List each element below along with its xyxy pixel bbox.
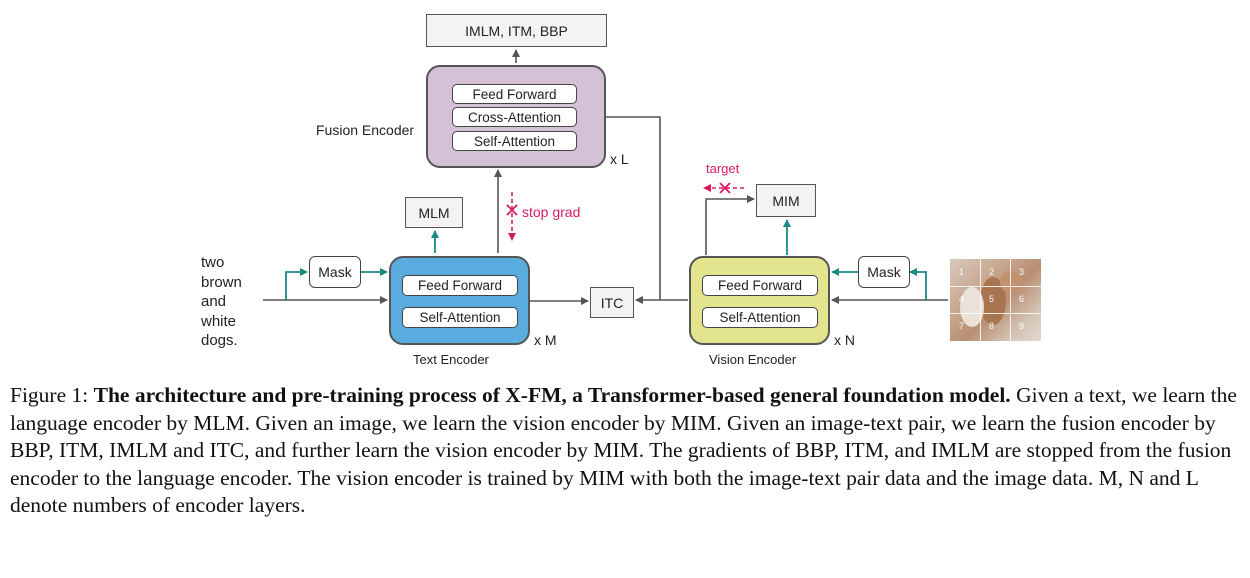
text-input-words: two brown and white dogs.: [201, 253, 242, 351]
patch-number: 9: [1019, 321, 1025, 331]
stop-grad-label: stop grad: [522, 204, 581, 220]
patch-number: 6: [1019, 294, 1025, 304]
patch-number: 3: [1019, 267, 1025, 277]
input-word: white: [201, 312, 237, 330]
text-encoder-title: Text Encoder: [413, 352, 489, 367]
outputs-box: IMLM, ITM, BBP: [426, 14, 607, 47]
patch-number: 8: [989, 321, 995, 331]
input-word: brown: [201, 273, 242, 291]
vision-feed-forward: Feed Forward: [702, 275, 818, 296]
input-word: and: [201, 293, 227, 310]
arrow-image-to-mask: [909, 268, 927, 300]
itc-box: ITC: [590, 287, 634, 318]
arrow-input-to-mask: [285, 268, 308, 300]
vision-encoder-title: Vision Encoder: [709, 352, 797, 367]
caption-bold-title: The architecture and pre-training proces…: [93, 383, 1011, 407]
stop-grad-cross: [506, 204, 518, 216]
text-mask-box: Mask: [309, 256, 361, 288]
caption-body: Given a text, we learn the language enco…: [10, 383, 1237, 518]
connector-arrows: [263, 49, 948, 305]
arrow-vision-to-mim-target: [705, 195, 755, 255]
mim-box: MIM: [756, 184, 816, 217]
caption-prefix: Figure 1:: [10, 383, 94, 407]
patch-number: 7: [959, 321, 965, 331]
text-self-attention: Self-Attention: [402, 307, 518, 328]
figure-caption: Figure 1: The architecture and pre-train…: [10, 382, 1242, 520]
input-image-dogs: 1 2 3 4 5 6 7 8 9: [950, 259, 1041, 341]
fusion-feed-forward: Feed Forward: [452, 84, 577, 104]
vision-repeat-label: x N: [834, 332, 855, 348]
text-encoder-box: [389, 256, 530, 345]
patch-number: 1: [959, 267, 965, 277]
fusion-repeat-label: x L: [610, 151, 629, 167]
patch-number: 5: [989, 294, 995, 304]
input-word: dogs.: [201, 332, 238, 349]
vision-encoder-box: [689, 256, 830, 345]
fusion-cross-attention: Cross-Attention: [452, 107, 577, 127]
target-cross: [719, 182, 731, 194]
vision-mask-box: Mask: [858, 256, 910, 288]
mlm-box: MLM: [405, 197, 463, 228]
architecture-diagram: IMLM, ITM, BBP Feed Forward Cross-Attent…: [201, 14, 1041, 367]
patch-number: 2: [989, 267, 995, 277]
fusion-self-attention: Self-Attention: [452, 131, 577, 151]
input-word: two: [201, 254, 225, 271]
text-feed-forward: Feed Forward: [402, 275, 518, 296]
arrow-vision-to-fusion: [587, 113, 661, 300]
patch-number: 4: [959, 294, 965, 304]
target-label: target: [706, 161, 740, 176]
text-repeat-label: x M: [534, 332, 557, 348]
fusion-encoder-title: Fusion Encoder: [316, 122, 415, 138]
vision-self-attention: Self-Attention: [702, 307, 818, 328]
dog-shape: [1000, 271, 1022, 293]
